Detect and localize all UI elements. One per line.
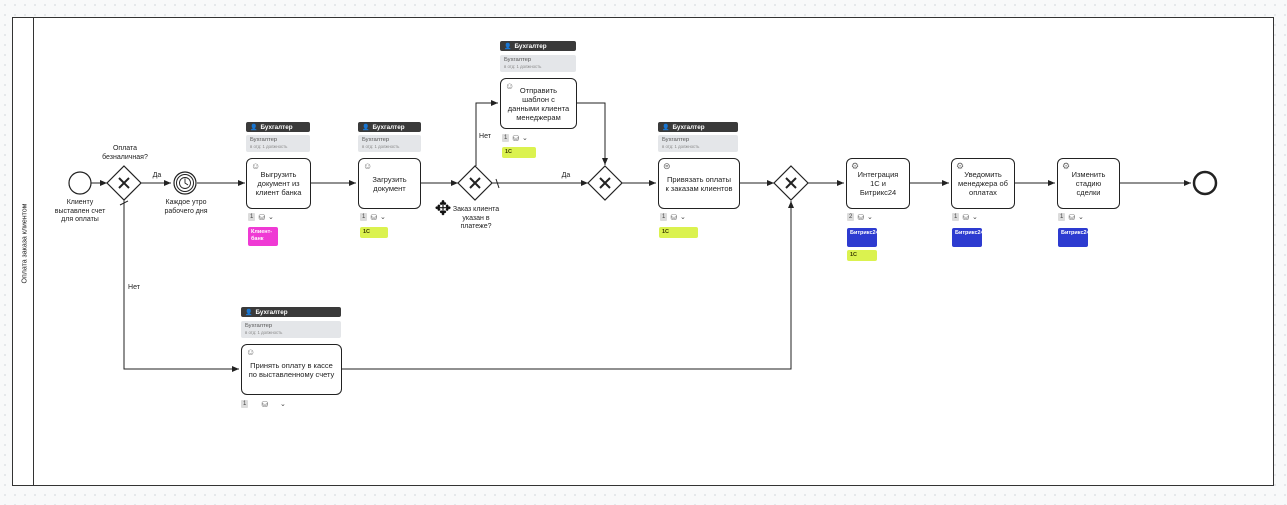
- flow-g1-t5: [123, 200, 239, 372]
- user-icon: 👤: [250, 124, 258, 131]
- database-icon: ⛁: [670, 212, 678, 222]
- pool[interactable]: [12, 17, 1274, 486]
- user-icon: ☺: [251, 161, 261, 171]
- flow-label-no-2: Нет: [479, 133, 491, 140]
- flow-label-yes-1: Да: [152, 172, 162, 179]
- task-export-document[interactable]: ☺Выгрузить документ из клиент банка: [246, 158, 311, 209]
- system-tag: Битрикс24: [1058, 228, 1090, 247]
- user-icon: ☺: [505, 81, 515, 91]
- user-icon: 👤: [504, 43, 512, 50]
- task-notify-manager[interactable]: ⚙Уведомить менеджера об оплатах: [951, 158, 1015, 209]
- timer-event-label: Каждое утро рабочего дня: [164, 199, 208, 215]
- gateway-1: [106, 165, 142, 201]
- task-meta[interactable]: 1⛁⌄: [241, 399, 286, 409]
- task-meta[interactable]: 1⛁⌄: [952, 212, 978, 222]
- user-icon: ☺: [246, 347, 256, 357]
- system-tag: Клиент-банк: [248, 227, 278, 246]
- system-tag: 1С: [502, 147, 536, 158]
- flow-g2-t3: [475, 100, 498, 166]
- system-tag: Битрикс24: [847, 228, 879, 247]
- task-accept-cash-payment[interactable]: ☺Принять оплату в кассе по выставленному…: [241, 344, 342, 395]
- gear-icon: ⚙: [1062, 161, 1071, 171]
- role-header[interactable]: 👤Бухгалтер: [241, 307, 341, 317]
- chevron-down-icon[interactable]: ⌄: [680, 214, 686, 221]
- user-icon: 👤: [662, 124, 670, 131]
- database-icon: ⛁: [258, 212, 266, 222]
- flow-label-yes-2: Да: [561, 172, 571, 179]
- gateway-1-label: Оплата безналичная?: [102, 145, 148, 161]
- database-icon: ⛁: [370, 212, 378, 222]
- chevron-down-icon[interactable]: ⌄: [867, 214, 873, 221]
- timer-icon: [173, 171, 197, 195]
- flow-t5-g4: [341, 201, 794, 370]
- database-icon: ⛁: [857, 212, 865, 222]
- task-change-deal-stage[interactable]: ⚙Изменить стадию сделки: [1057, 158, 1120, 209]
- flow-label-no-1: Нет: [128, 284, 140, 291]
- gear-icon: ⚙: [956, 161, 965, 171]
- task-meta[interactable]: 1⛁⌄: [360, 212, 386, 222]
- gear-icon: ⚙: [851, 161, 860, 171]
- task-meta[interactable]: 1⛁⌄: [248, 212, 274, 222]
- end-event: [1192, 170, 1218, 196]
- task-meta[interactable]: 1⛁⌄: [502, 133, 528, 143]
- system-tag: 1С: [659, 227, 698, 238]
- user-icon: ☺: [363, 161, 373, 171]
- user-icon: 👤: [245, 309, 253, 316]
- system-tag: 1С: [847, 250, 877, 261]
- chevron-down-icon[interactable]: ⌄: [268, 214, 274, 221]
- task-meta[interactable]: 2⛁⌄: [847, 212, 873, 222]
- move-cursor-icon: ✥: [434, 198, 452, 220]
- chevron-down-icon[interactable]: ⌄: [1078, 214, 1084, 221]
- role-header[interactable]: 👤Бухгалтер: [358, 122, 421, 132]
- user-icon: 👤: [362, 124, 370, 131]
- database-icon: ⛁: [512, 133, 520, 143]
- chevron-down-icon[interactable]: ⌄: [972, 214, 978, 221]
- system-tag: 1С: [360, 227, 388, 238]
- task-meta[interactable]: 1⛁⌄: [660, 212, 686, 222]
- task-upload-document[interactable]: ☺Загрузить документ: [358, 158, 421, 209]
- gateway-2-label: Заказ клиента указан в платеже?: [452, 206, 500, 230]
- start-event-label: Клиенту выставлен счет для оплаты: [54, 199, 106, 223]
- role-header[interactable]: 👤Бухгалтер: [500, 41, 576, 51]
- gateway-4: [773, 165, 809, 201]
- gateway-2: [457, 165, 493, 201]
- pool-divider: [33, 17, 34, 486]
- task-meta[interactable]: 1⛁⌄: [1058, 212, 1084, 222]
- database-icon: ⛁: [962, 212, 970, 222]
- toggle-icon: ⊜: [663, 161, 671, 171]
- task-send-template[interactable]: ☺Отправить шаблон с данными клиента мене…: [500, 78, 577, 129]
- gateway-3: [587, 165, 623, 201]
- database-icon: ⛁: [261, 399, 269, 409]
- role-header[interactable]: 👤Бухгалтер: [246, 122, 310, 132]
- role-header[interactable]: 👤Бухгалтер: [658, 122, 738, 132]
- start-event: [68, 171, 92, 195]
- task-integration[interactable]: ⚙Интеграция 1С и Битрикс24: [846, 158, 910, 209]
- chevron-down-icon[interactable]: ⌄: [522, 135, 528, 142]
- chevron-down-icon[interactable]: ⌄: [280, 401, 286, 408]
- chevron-down-icon[interactable]: ⌄: [380, 214, 386, 221]
- task-link-payments[interactable]: ⊜Привязать оплаты к заказам клиентов: [658, 158, 740, 209]
- database-icon: ⛁: [1068, 212, 1076, 222]
- system-tag: Битрикс24: [952, 228, 984, 247]
